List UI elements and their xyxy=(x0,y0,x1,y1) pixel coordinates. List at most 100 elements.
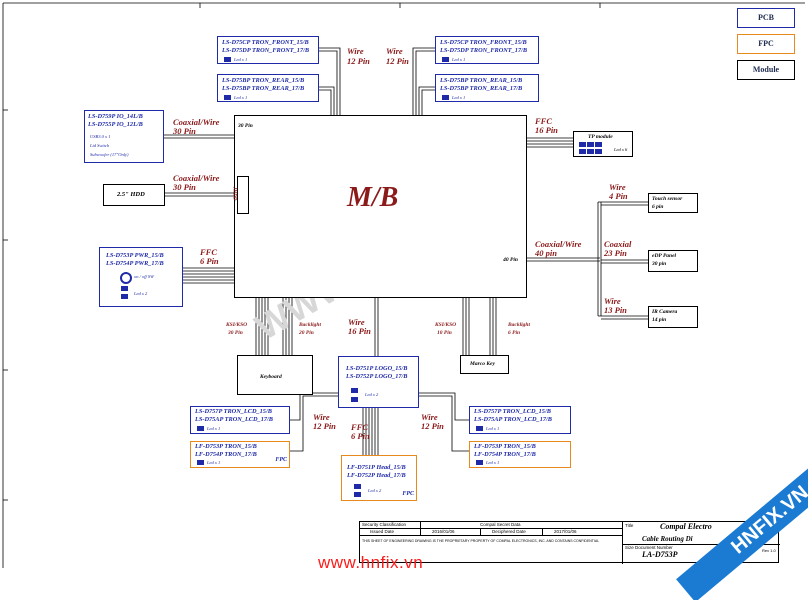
edp-pins: 30 pin xyxy=(652,261,667,267)
macro-pins1: 10 Pin xyxy=(437,330,452,336)
fpc-right-line2: LF-D754P TRON_17/B xyxy=(474,451,536,458)
macro-key-module: Marco Key xyxy=(460,355,509,374)
tp-label: TP module xyxy=(588,134,613,140)
front-left-line2: LS-D75DP TRON_FRONT_17/B xyxy=(222,47,310,54)
tb-issued-val: 2016/01/06 xyxy=(432,529,455,534)
fpc-left-line2: LF-D754P TRON_17/B xyxy=(195,451,257,458)
hdd-module: 2.5" HDD xyxy=(103,184,165,206)
keyboard-conn1: KSI/KSO xyxy=(226,322,248,328)
keyboard-conn2: Backlight xyxy=(299,322,322,328)
fpc-left-led: Led x 1 xyxy=(207,460,221,465)
rear-left-led: Led x 1 xyxy=(234,95,248,100)
led-icon xyxy=(579,149,586,154)
rear-board-left: LS-D75BP TRON_REAR_15/B LS-D75BP TRON_RE… xyxy=(217,74,319,102)
tb-title-label: Title xyxy=(625,523,634,528)
front-right-line1: LS-D75CP TRON_FRONT_15/B xyxy=(440,39,527,46)
lcd-left-led: Led x 1 xyxy=(207,426,221,431)
head-line2: LF-D752P Head_17/B xyxy=(347,472,406,479)
tb-rev: Rev 1.0 xyxy=(762,548,776,553)
io-conn-label: Coaxial/Wire xyxy=(173,117,220,127)
touch-conn-label: Wire xyxy=(609,182,626,192)
edp-label: eDP Panel xyxy=(652,253,677,259)
fpc-left-line1: LF-D753P TRON_15/B xyxy=(195,443,257,450)
pwr-conn-label: FFC xyxy=(200,247,218,257)
touch-sensor-module: Touch sensor 6 pin xyxy=(648,193,698,213)
front-right-line2: LS-D75DP TRON_FRONT_17/B xyxy=(440,47,528,54)
ffc-head-label: FFC xyxy=(351,422,369,432)
fpc-left-tag: FPC xyxy=(275,457,287,463)
led-icon xyxy=(354,492,361,497)
pwr-led: Led x 2 xyxy=(134,291,148,296)
lcd-left-line2: LS-D75AP TRON_LCD_17/B xyxy=(195,416,273,423)
keyboard-module: Keyboard xyxy=(237,355,313,395)
led-icon xyxy=(476,426,483,431)
legend-module: Module xyxy=(737,60,795,80)
corner-ribbon: HNFIX.VN xyxy=(640,450,808,600)
ffc-head-pins: 6 Pin xyxy=(351,431,370,441)
led-icon xyxy=(224,57,231,62)
mb-label: M/B xyxy=(347,182,399,213)
rear-board-right: LS-D75BP TRON_REAR_15/B LS-D75BP TRON_RE… xyxy=(435,74,539,102)
legend-pcb-label: PCB xyxy=(758,13,774,22)
footer-watermark: www.hnfix.vn xyxy=(318,553,424,572)
logo-line1: LS-D751P LOGO_15/B xyxy=(346,365,408,372)
head-line1: LF-D751P Head_15/B xyxy=(347,464,406,471)
tb-notice: THIS SHEET OF ENGINEERING DRAWING IS THE… xyxy=(362,539,600,543)
lcd-right-line2: LS-D75AP TRON_LCD_17/B xyxy=(474,416,552,423)
head-board: LF-D751P Head_15/B LF-D752P Head_17/B Le… xyxy=(341,455,417,501)
pwr-sw-label: on / off SW xyxy=(134,274,154,279)
wire-lcd-right-pins: 12 Pin xyxy=(421,421,444,431)
legend-fpc-label: FPC xyxy=(758,39,774,48)
fpc-board-right: LF-D753P TRON_15/B LF-D754P TRON_17/B Le… xyxy=(469,441,571,468)
led-icon xyxy=(595,149,602,154)
ircam-conn-label: Wire xyxy=(604,296,621,306)
touch-pins: 6 pin xyxy=(652,204,664,210)
tp-led: Led x 6 xyxy=(614,147,628,152)
front-left-led: Led x 1 xyxy=(234,57,248,62)
rear-right-line1: LS-D75BP TRON_REAR_15/B xyxy=(440,77,523,84)
macro-conn1: KSI/KSO xyxy=(435,322,457,328)
touch-conn-pins: 4 Pin xyxy=(609,191,628,201)
lcd-right-line1: LS-D757P TRON_LCD_15/B xyxy=(474,408,551,415)
rear-left-line2: LS-D75BP TRON_REAR_17/B xyxy=(222,85,305,92)
lcd-right-led: Led x 1 xyxy=(486,426,500,431)
led-icon xyxy=(442,95,449,100)
lcd-board-left: LS-D757P TRON_LCD_15/B LS-D75AP TRON_LCD… xyxy=(190,406,290,434)
tb-deciphered: Deciphered Date xyxy=(492,529,526,534)
led-icon xyxy=(197,460,204,465)
logo-conn-pins: 16 Pin xyxy=(348,326,371,336)
tb-doc-title: Cable Routing Di xyxy=(642,535,693,543)
tp-module: TP module Led x 6 xyxy=(573,131,633,157)
pwr-conn-pins: 6 Pin xyxy=(200,256,219,266)
edp-conn-label: Coaxial xyxy=(604,239,632,249)
ir-camera-module: IR Camera 14 pin xyxy=(648,306,698,328)
jhdd-connector: JHDD xyxy=(231,176,249,214)
macro-conn2: Backlight xyxy=(508,322,531,328)
wire-lcd-right-label: Wire xyxy=(421,412,438,422)
led-icon xyxy=(476,460,483,465)
wire-right-label: Wire xyxy=(386,46,403,56)
led-icon xyxy=(351,388,358,393)
mb-pin30: 30 Pin xyxy=(238,123,253,129)
tb-doc-label: Size Document Number xyxy=(625,545,673,550)
wire-lcd-left-pins: 12 Pin xyxy=(313,421,336,431)
ircam-conn-pins: 13 Pin xyxy=(604,305,627,315)
led-icon xyxy=(197,426,204,431)
tb-security: Security Classification xyxy=(362,522,407,527)
led-icon xyxy=(121,286,128,291)
logo-line2: LS-D752P LOGO_17/B xyxy=(346,373,408,380)
io-line1: LS-D759P IO_14L/B xyxy=(88,113,143,120)
pwr-line1: LS-D753P PWR_15/B xyxy=(106,252,164,259)
hdd-conn-label: Coaxial/Wire xyxy=(173,173,220,183)
wire-left-pins: 12 Pin xyxy=(347,56,370,66)
rear-right-led: Led x 1 xyxy=(452,95,466,100)
led-icon xyxy=(121,294,128,299)
head-led: Led x 2 xyxy=(368,488,382,493)
rear-right-line2: LS-D75BP TRON_REAR_17/B xyxy=(440,85,523,92)
led-icon xyxy=(442,57,449,62)
hdd-conn-pins: 30 Pin xyxy=(173,182,196,192)
touch-label: Touch sensor xyxy=(652,196,683,202)
macro-label: Marco Key xyxy=(470,361,495,367)
fpc-board-left: LF-D753P TRON_15/B LF-D754P TRON_17/B Le… xyxy=(190,441,290,468)
front-board-right: LS-D75CP TRON_FRONT_15/B LS-D75DP TRON_F… xyxy=(435,36,539,64)
